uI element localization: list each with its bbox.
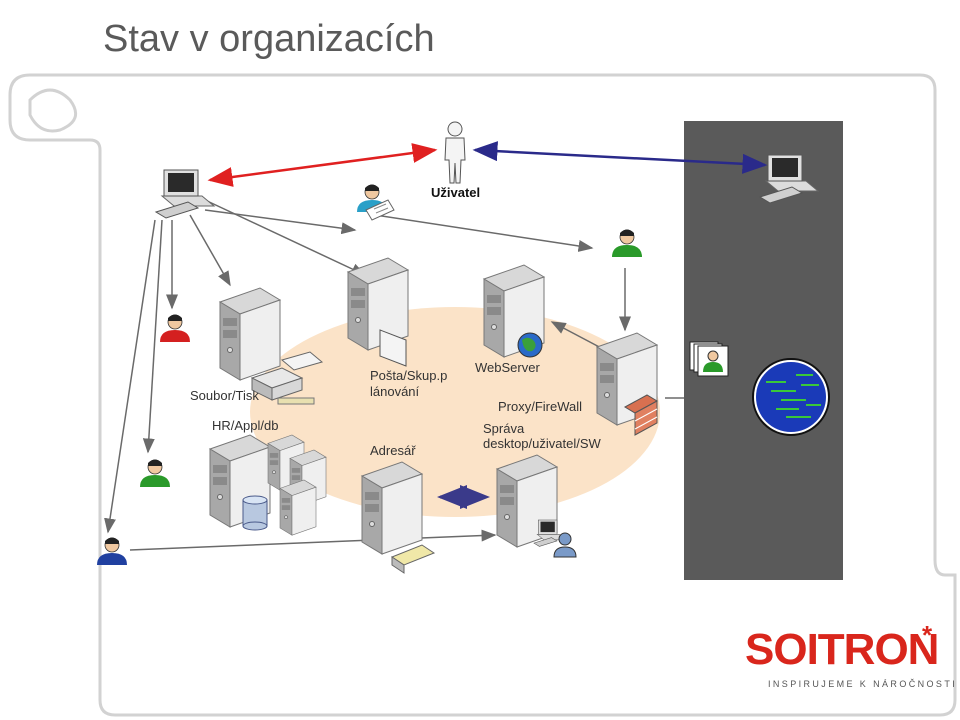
printer-icon [250, 351, 324, 405]
label-posta-line2: lánování [370, 384, 420, 399]
label-sprava-line2: desktop/uživatel/SW [483, 436, 601, 451]
server-icon [219, 287, 281, 381]
slide-title: Stav v organizacích [103, 18, 435, 60]
globe-icon [517, 332, 543, 358]
label-proxy-firewall: Proxy/FireWall [498, 399, 583, 414]
logo-star: * [922, 620, 933, 650]
arrow-pc-mail [204, 209, 357, 235]
network-ellipse [250, 307, 660, 517]
document-icon [365, 199, 395, 221]
database-icon [242, 495, 268, 531]
arrow-pc-file-server [189, 214, 231, 287]
label-webserver: WebServer [475, 360, 540, 375]
logo-tagline: INSPIRUJEME K NÁROČNOSTI [768, 679, 958, 689]
document-icon [379, 329, 407, 367]
computer-icon [155, 169, 215, 219]
server-icon [279, 479, 317, 536]
arrow-user-mgmt [129, 529, 497, 551]
internet-globe-icon [752, 358, 830, 436]
user-icon [444, 121, 466, 184]
label-uzivatel: Uživatel [431, 185, 481, 200]
blue-arrow-user-remote [472, 141, 768, 174]
user-icon [553, 532, 577, 558]
arrow-pc-user-2 [142, 219, 163, 454]
printer-icon [390, 544, 436, 574]
firewall-icon [623, 394, 659, 436]
user-icon [611, 229, 643, 258]
arrow-firewall-webserver [550, 321, 606, 351]
soitron-logo: SOITRON [745, 625, 939, 674]
arrow-pc-user-right [374, 214, 594, 252]
label-hr-appl-db: HR/Appl/db [212, 418, 279, 433]
arrow-pc-user-3 [104, 219, 156, 534]
server-icon [361, 461, 423, 555]
user-icon [159, 314, 191, 343]
user-directory-icon [689, 341, 729, 377]
label-adresar: Adresář [370, 443, 416, 458]
frame-curl-decoration [28, 88, 78, 133]
user-icon [139, 459, 171, 488]
slide-frame [8, 73, 957, 717]
label-soubor-tisk: Soubor/Tisk [190, 388, 259, 403]
label-sprava-line1: Správa [483, 421, 525, 436]
server-icon [347, 257, 409, 351]
arrow-pc-posta [204, 199, 367, 276]
red-arrow-pc-user [207, 143, 438, 187]
label-posta-line1: Pošta/Skup.p [370, 368, 448, 383]
